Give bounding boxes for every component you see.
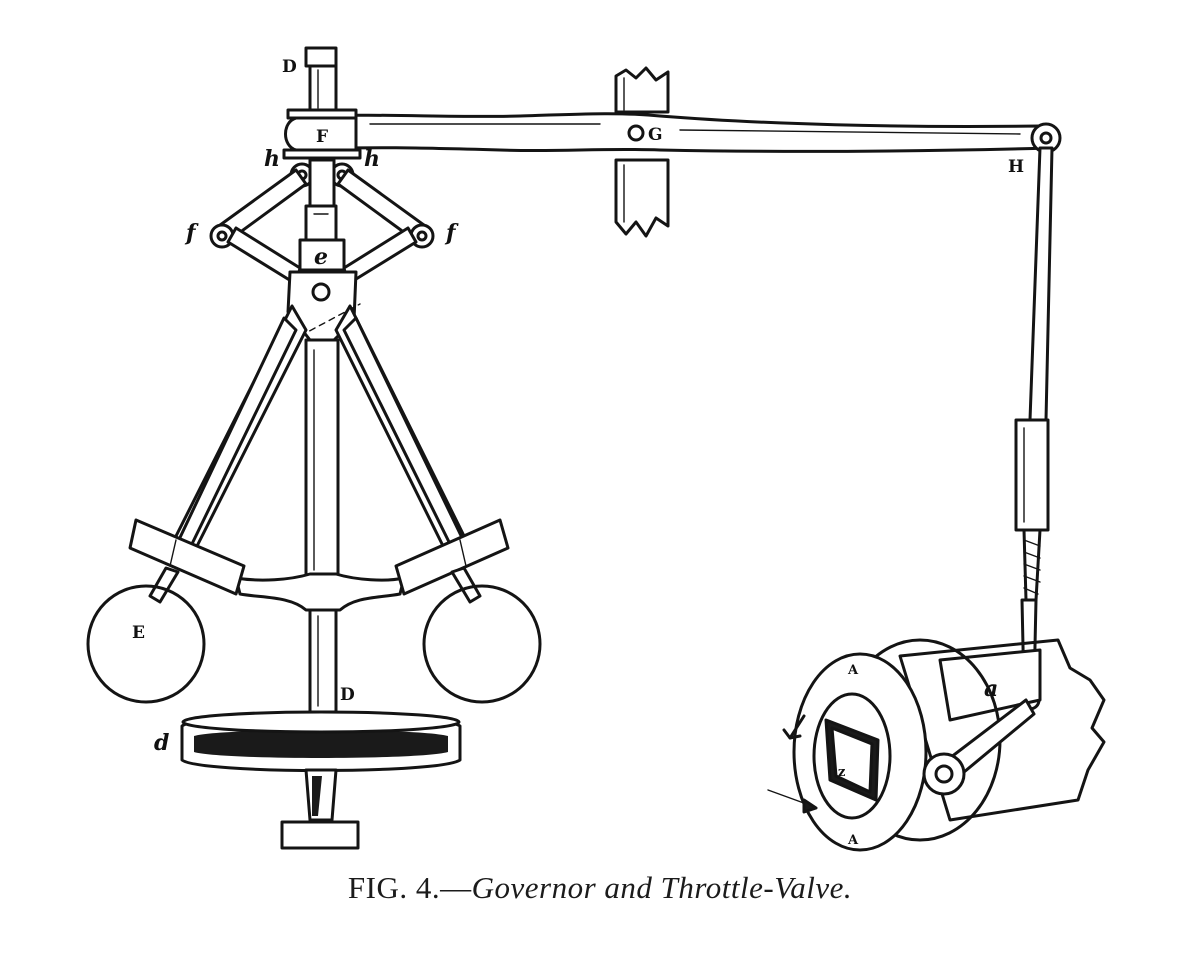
label-a-pipe: a — [984, 676, 998, 702]
steam-pipe — [898, 638, 1106, 822]
label-G: G — [648, 125, 663, 145]
label-f-left: f — [184, 220, 199, 246]
label-e: e — [314, 244, 328, 270]
upper-links — [209, 168, 435, 249]
label-A-bottom: A — [847, 833, 859, 848]
label-H: H — [1008, 157, 1024, 177]
throttle-rod — [1014, 146, 1054, 711]
central-spindle — [304, 338, 340, 714]
arm-sleeves — [128, 518, 510, 596]
label-E-ball: E — [132, 623, 145, 643]
left-ball-stem — [148, 566, 180, 604]
label-D-top: D — [282, 57, 297, 77]
beam-support-post — [614, 66, 670, 238]
throttle-valve-body — [767, 638, 1036, 852]
caption-title: Governor and Throttle-Valve. — [471, 870, 853, 905]
top-spindle-collar — [282, 46, 362, 242]
left-governor-ball — [86, 584, 206, 704]
label-F: F — [316, 127, 328, 147]
label-h-left: h — [264, 146, 280, 172]
label-h-right: h — [364, 146, 380, 172]
right-governor-ball — [422, 584, 542, 704]
label-d-pulley: d — [154, 730, 169, 756]
label-A-top: A — [847, 663, 859, 678]
label-D-spindle: D — [340, 685, 355, 705]
caption-dash: — — [440, 870, 472, 905]
label-z-valve: z — [838, 765, 845, 780]
label-f-right: f — [444, 220, 459, 246]
drive-pulley — [180, 710, 462, 850]
caption-number: FIG. 4. — [347, 870, 441, 905]
figure-caption: FIG. 4.—Governor and Throttle-Valve. — [0, 870, 1200, 906]
lever-beam — [298, 112, 1062, 154]
